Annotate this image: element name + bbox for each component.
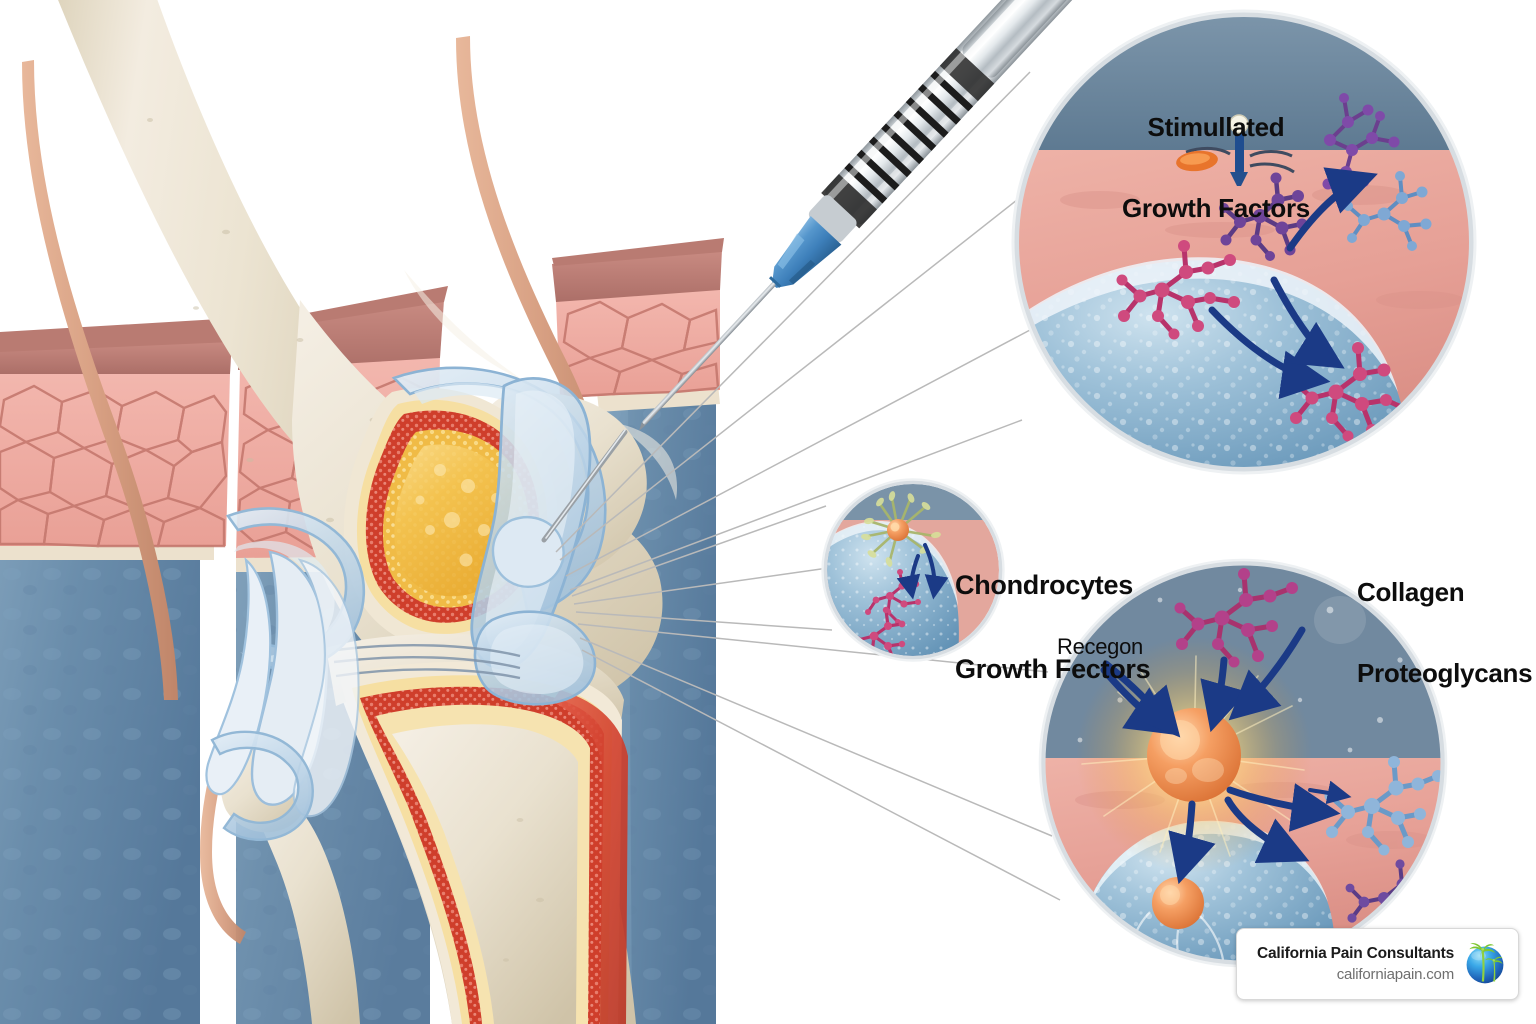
receptor-icon (1176, 114, 1295, 186)
watermark-card[interactable]: California Pain Consultants californiapa… (1236, 928, 1519, 1000)
watermark-text: California Pain Consultants californiapa… (1251, 945, 1462, 983)
recegon-pointer-arrow (1102, 660, 1181, 738)
syringe (541, 0, 1292, 543)
molecule-magenta-3 (1174, 568, 1298, 668)
molecule-magenta-1 (1116, 240, 1240, 340)
inset-chondrocytes (821, 478, 1005, 662)
inset1-arrows (1208, 167, 1378, 400)
watermark-website-url[interactable]: californiapain.com (1336, 966, 1454, 983)
watermark-company-name: California Pain Consultants (1257, 945, 1454, 962)
globe-palm-trees-icon (1466, 943, 1504, 984)
articular-cartilage-and-capsule (205, 366, 607, 841)
inset-stimulated-growth-factors (1011, 9, 1477, 475)
molecule-blue-1 (1343, 171, 1432, 251)
chondrocyte-growth-factor (861, 491, 941, 567)
inset-collagen-proteoglycans (1038, 558, 1448, 968)
leader-lines (555, 71, 1061, 901)
hair-strands (22, 36, 630, 944)
tibia (326, 633, 636, 1024)
inset2-arrows (896, 543, 949, 600)
